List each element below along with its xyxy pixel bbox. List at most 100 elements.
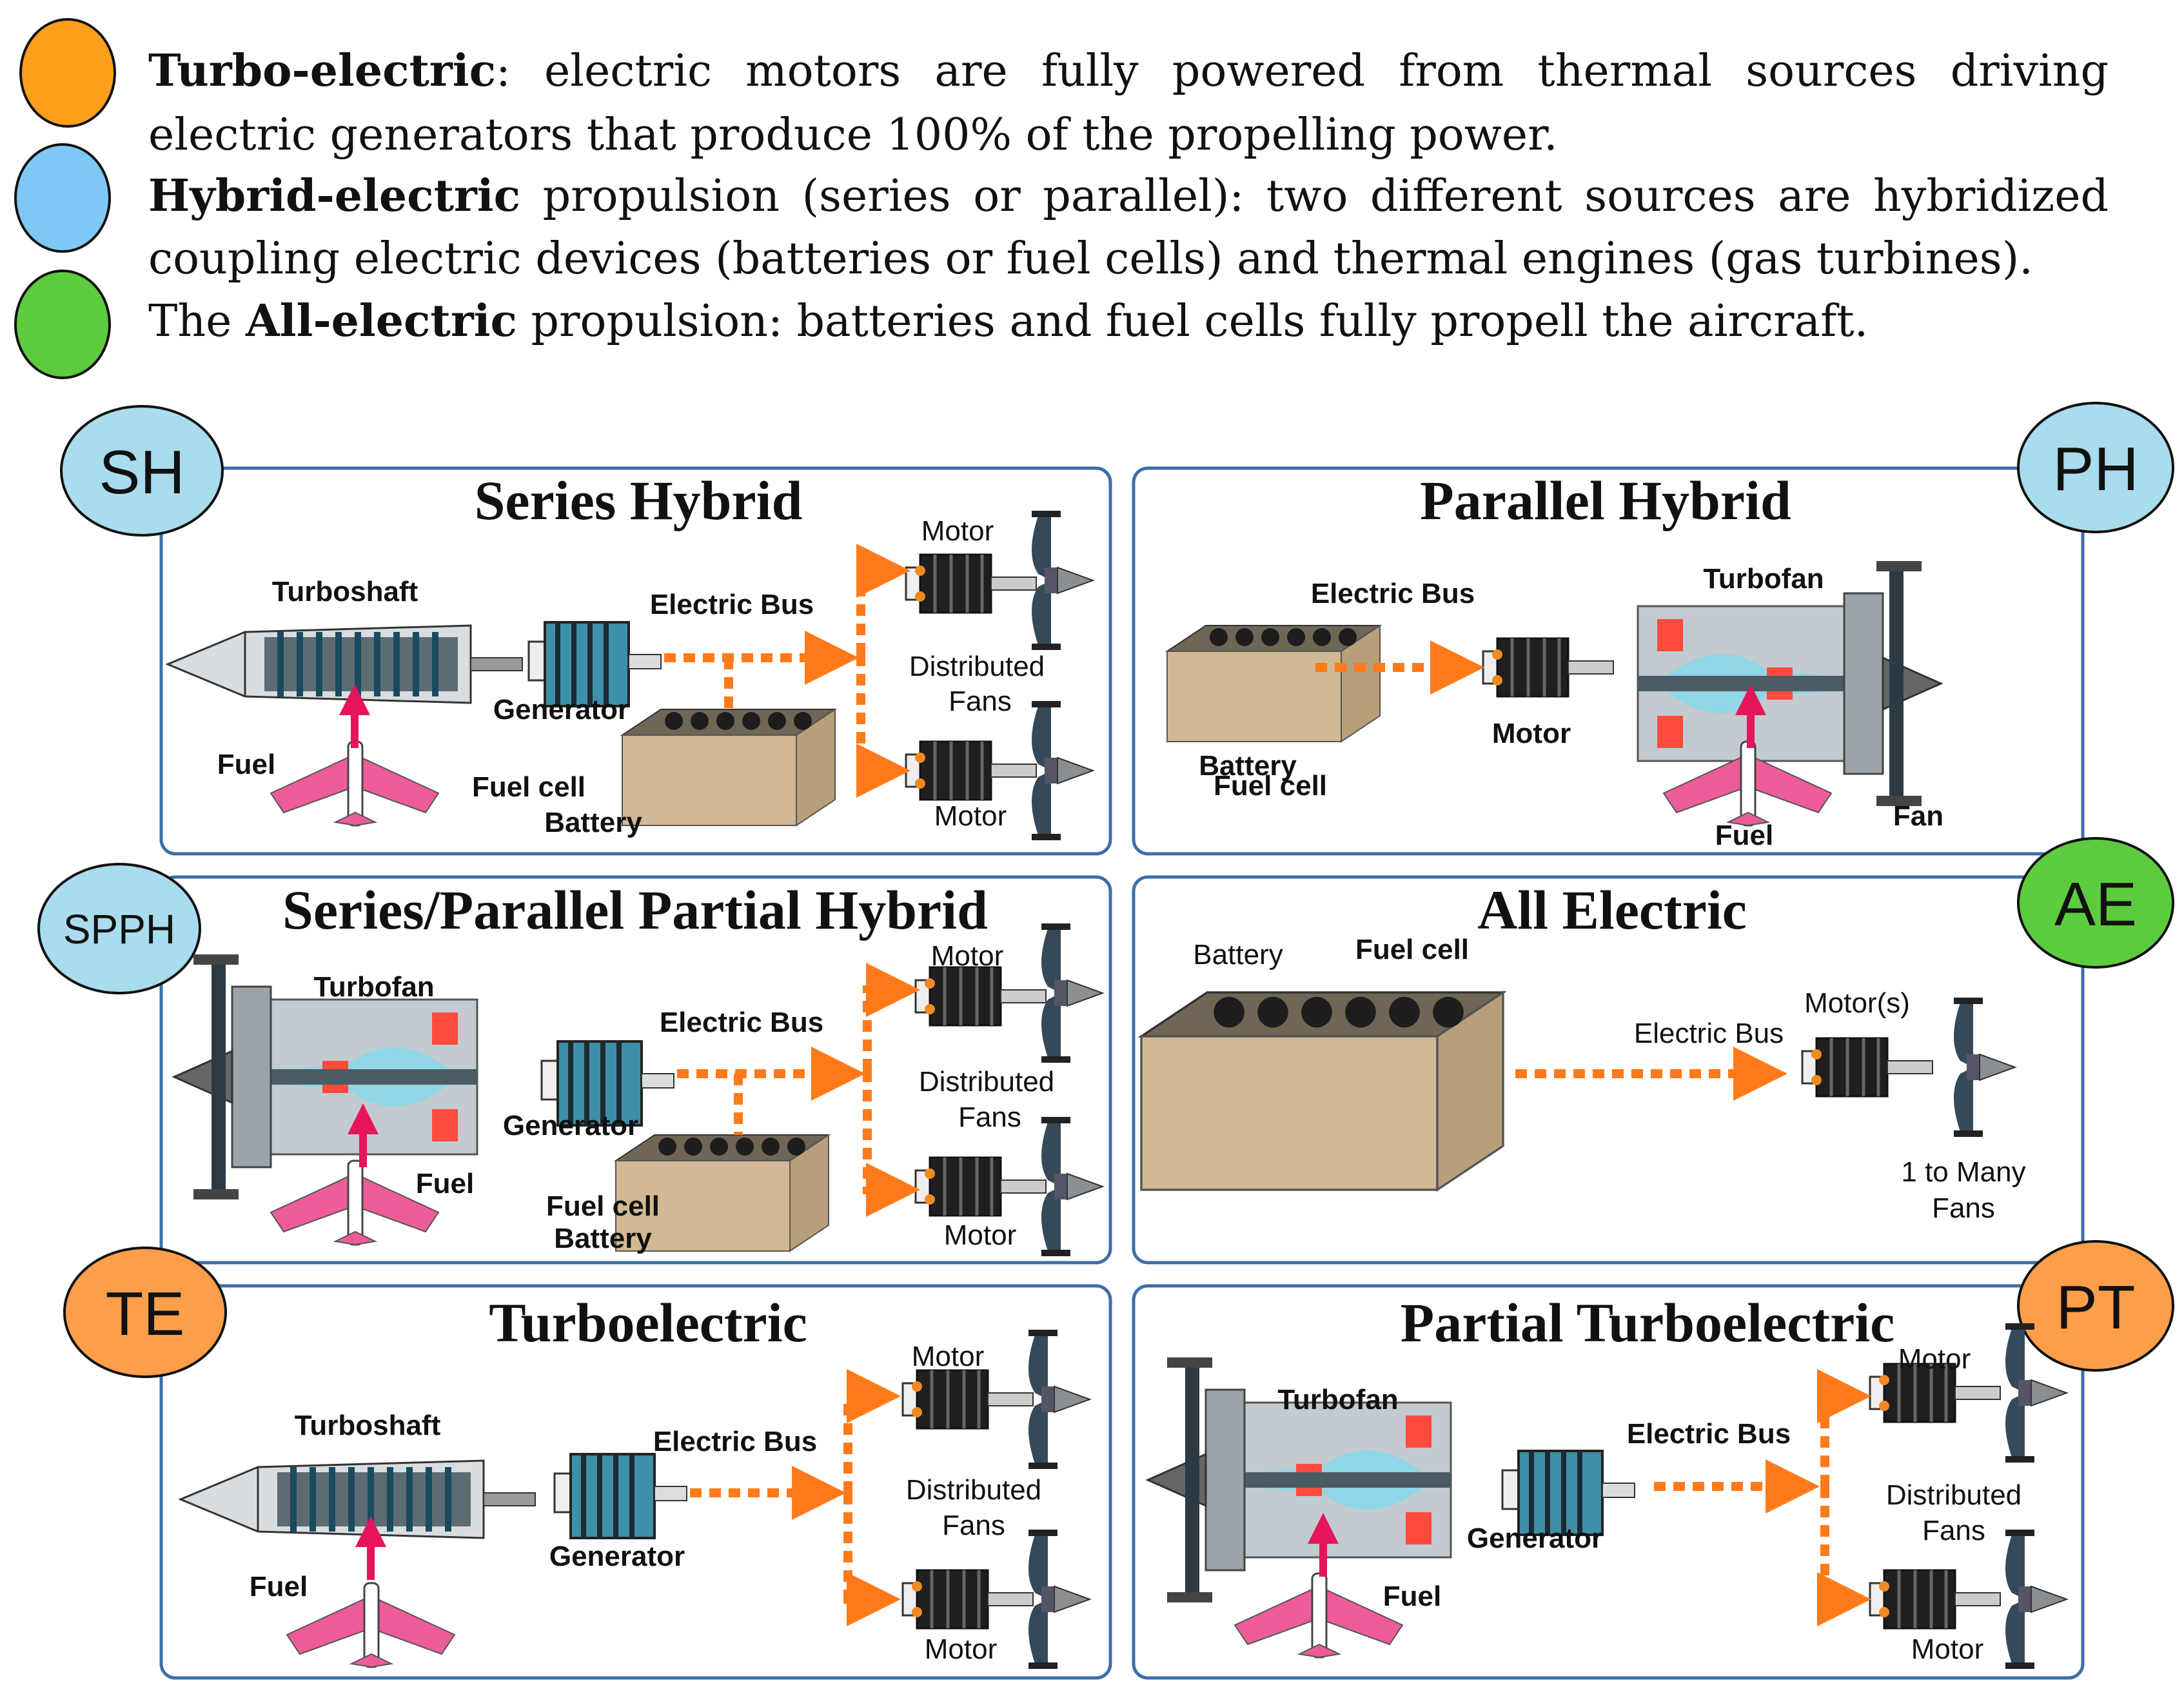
badge-ph: PH bbox=[2017, 402, 2174, 533]
battery-icon bbox=[622, 709, 836, 826]
spph-generator-label: Generator bbox=[503, 1110, 638, 1141]
ae-electric-bus-label: Electric Bus bbox=[1634, 1018, 1784, 1049]
badge-ae: AE bbox=[2017, 837, 2174, 969]
pt-turbofan-label: Turbofan bbox=[1277, 1384, 1398, 1415]
title-spph: Series/Parallel Partial Hybrid bbox=[282, 879, 988, 941]
sh-motor-top-label: Motor bbox=[921, 515, 994, 547]
spph-motor-bottom-label: Motor bbox=[944, 1219, 1016, 1251]
ph-fan-label: Fan bbox=[1893, 800, 1943, 832]
title-ae: All Electric bbox=[1477, 879, 1747, 941]
spph-fans-label: Fans bbox=[958, 1101, 1021, 1133]
generator-icon bbox=[555, 1454, 687, 1538]
legend-all-line: The All-electric propulsion: batteries a… bbox=[148, 290, 2109, 353]
title-sh: Series Hybrid bbox=[475, 469, 803, 531]
fan-icon bbox=[1028, 1329, 1090, 1470]
turboshaft-icon bbox=[181, 1461, 535, 1538]
fan-icon bbox=[1953, 997, 2016, 1138]
aircraft-icon bbox=[270, 1159, 440, 1246]
te-electric-bus-label: Electric Bus bbox=[653, 1426, 817, 1457]
motor-icon bbox=[1802, 1038, 1933, 1096]
spph-battery-label: Battery bbox=[554, 1223, 652, 1254]
badge-ph-label: PH bbox=[2052, 435, 2138, 504]
pt-motor-bottom-label: Motor bbox=[1911, 1633, 1983, 1665]
ph-electric-bus-label: Electric Bus bbox=[1311, 578, 1475, 609]
panel-frame-ph bbox=[1132, 466, 2085, 856]
spph-motor-top-label: Motor bbox=[931, 940, 1003, 972]
ae-fuel-cell-label: Fuel cell bbox=[1355, 934, 1469, 965]
battery-icon bbox=[1140, 991, 1504, 1191]
sh-generator-label: Generator bbox=[493, 694, 629, 725]
badge-spph: SPPH bbox=[37, 863, 201, 994]
pt-distributed-label: Distributed bbox=[1886, 1479, 2022, 1511]
sh-fans-label: Fans bbox=[949, 685, 1012, 717]
legend-all-prefix: The bbox=[148, 296, 246, 347]
legend-all-desc: propulsion: batteries and fuel cells ful… bbox=[516, 296, 1869, 347]
legend-circle-all bbox=[14, 270, 111, 379]
te-motor-bottom-label: Motor bbox=[925, 1633, 997, 1665]
legend-hybrid-line1: Hybrid-electric propulsion (series or pa… bbox=[148, 165, 2109, 228]
sh-battery-label: Battery bbox=[544, 807, 642, 838]
legend-hybrid-line2: coupling electric devices (batteries or … bbox=[148, 233, 2033, 284]
ae-motors-label: Motor(s) bbox=[1804, 987, 1910, 1019]
sh-fuel-cell-label: Fuel cell bbox=[472, 771, 585, 803]
sh-distributed-label: Distributed bbox=[909, 651, 1045, 682]
fan-icon bbox=[1041, 1116, 1103, 1257]
te-turboshaft-label: Turboshaft bbox=[295, 1410, 441, 1441]
motor-icon bbox=[903, 1570, 1033, 1628]
motor-icon bbox=[906, 555, 1036, 613]
fan-icon bbox=[1041, 923, 1103, 1063]
legend: Turbo-electric: electric motors are full… bbox=[0, 0, 2184, 387]
te-distributed-label: Distributed bbox=[906, 1474, 1041, 1506]
pt-electric-bus-label: Electric Bus bbox=[1627, 1418, 1791, 1450]
title-ph: Parallel Hybrid bbox=[1420, 469, 1791, 531]
spph-content: Turbofan Electric Bus Generator Fuel Fue… bbox=[173, 923, 1103, 1257]
legend-all-term: All-electric bbox=[246, 295, 517, 347]
aircraft-icon bbox=[270, 740, 440, 827]
fan-icon bbox=[2005, 1529, 2067, 1670]
te-generator-label: Generator bbox=[549, 1541, 685, 1572]
motor-icon bbox=[906, 742, 1036, 800]
aircraft-icon bbox=[286, 1582, 456, 1668]
ph-fuel-label: Fuel bbox=[1715, 820, 1773, 851]
sh-fuel-label: Fuel bbox=[217, 749, 275, 780]
battery-icon bbox=[1166, 625, 1381, 742]
te-fans-label: Fans bbox=[942, 1510, 1005, 1541]
badge-te: TE bbox=[63, 1247, 227, 1378]
te-motor-top-label: Motor bbox=[912, 1341, 984, 1372]
badge-pt-label: PT bbox=[2056, 1273, 2136, 1342]
panel-frame-te bbox=[159, 1284, 1112, 1680]
badge-ae-label: AE bbox=[2054, 870, 2137, 939]
sh-turboshaft-label: Turboshaft bbox=[272, 576, 418, 607]
ae-fans-label: Fans bbox=[1932, 1192, 1995, 1224]
badge-sh-label: SH bbox=[99, 438, 184, 507]
legend-turbo-term: Turbo-electric bbox=[148, 45, 496, 97]
badge-te-label: TE bbox=[106, 1279, 185, 1348]
ph-fuel-cell-label: Fuel cell bbox=[1214, 770, 1327, 802]
sh-content: Turboshaft Electric Bus Generator Fuel F… bbox=[168, 510, 1094, 841]
motor-icon bbox=[916, 1158, 1046, 1216]
pt-content: Turbofan Electric Bus Generator Fuel Mot… bbox=[1146, 1323, 2067, 1670]
badge-pt: PT bbox=[2017, 1240, 2174, 1372]
panel-frame-pt bbox=[1132, 1284, 2085, 1680]
motor-icon bbox=[1483, 638, 1613, 696]
te-content: Turboshaft Electric Bus Generator Fuel M… bbox=[181, 1329, 1090, 1670]
ph-content: Electric Bus Turbofan Motor Battery Fuel… bbox=[1166, 560, 1943, 851]
panel-frame-spph bbox=[159, 875, 1112, 1265]
legend-hybrid-term: Hybrid-electric bbox=[148, 170, 520, 222]
title-pt: Partial Turboelectric bbox=[1401, 1292, 1895, 1354]
sh-motor-bottom-label: Motor bbox=[934, 800, 1007, 832]
spph-electric-bus-label: Electric Bus bbox=[660, 1007, 823, 1038]
legend-turbo-desc: : electric motors are fully powered from… bbox=[496, 46, 2109, 97]
spph-distributed-label: Distributed bbox=[919, 1066, 1054, 1098]
pt-motor-top-label: Motor bbox=[1898, 1343, 1971, 1375]
panel-frame-sh bbox=[159, 466, 1112, 856]
aircraft-icon bbox=[1234, 1572, 1404, 1659]
turboshaft-icon bbox=[168, 626, 522, 703]
fan-icon bbox=[1028, 1529, 1090, 1670]
ph-motor-label: Motor bbox=[1492, 718, 1571, 749]
ae-battery-label: Battery bbox=[1193, 939, 1283, 971]
badge-spph-label: SPPH bbox=[63, 906, 175, 952]
spph-fuel-label: Fuel bbox=[416, 1168, 474, 1199]
pt-fans-label: Fans bbox=[1922, 1515, 1985, 1546]
spph-turbofan-label: Turbofan bbox=[313, 971, 434, 1003]
